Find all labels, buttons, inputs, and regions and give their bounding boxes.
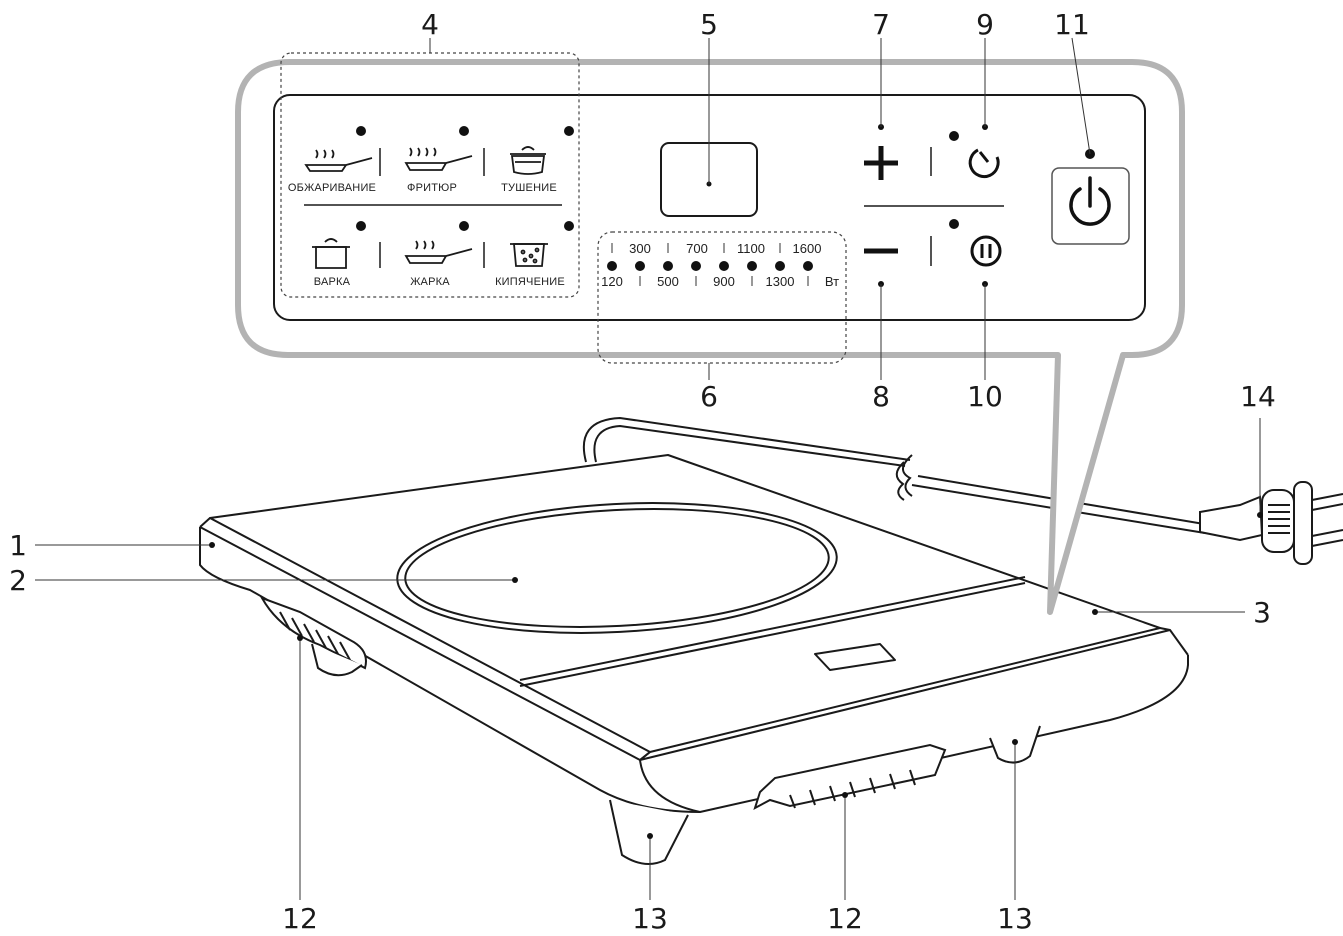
callout-13-left: 13 [632,902,668,935]
power-bottom-2: 500 [657,274,679,289]
mode-boil-pot-led [356,221,366,231]
mode-deep-fry-label: ФРИТЮР [407,182,457,194]
mode-boiling-led [564,221,574,231]
mode-boil-pot-label: ВАРКА [314,276,351,288]
callout-4: 4 [421,8,439,41]
power-top-2: 700 [686,241,708,256]
pause-led [949,219,959,229]
mode-deep-fry[interactable]: ФРИТЮР [404,126,473,194]
boil-pot-icon [312,238,350,269]
callout-1: 1 [9,529,27,562]
power-unit: Вт [825,274,839,289]
power-bottom-ticks [639,276,809,286]
callout-7: 7 [872,8,890,41]
power-button[interactable] [1051,149,1130,245]
power-top-ticks [611,243,781,253]
mode-boiling[interactable]: КИПЯЧЕНИЕ [495,221,574,288]
power-bottom-3: 900 [713,274,735,289]
power-led-7 [775,261,785,271]
vent-left [259,596,367,670]
mode-boiling-label: КИПЯЧЕНИЕ [495,276,565,288]
callout-11: 11 [1054,8,1090,41]
foot-front [609,799,689,865]
power-top-4: 1600 [793,241,822,256]
mode-frying-label: ОБЖАРИВАНИЕ [288,182,376,194]
callout-12-left: 12 [282,902,318,935]
mode-deep-fry-led [459,126,469,136]
power-led-3 [663,261,673,271]
power-bottom-1: 120 [601,274,623,289]
pause-button[interactable] [949,219,1002,287]
callout-5: 5 [700,8,718,41]
cooktop-body [199,454,1189,813]
vent-bottom [753,743,947,811]
callout-12-right: 12 [827,902,863,935]
power-top-1: 300 [629,241,651,256]
stew-pot-icon [510,146,546,175]
timer-led [949,131,959,141]
power-led-8 [803,261,813,271]
callout-14: 14 [1240,380,1276,413]
deep-fry-icon [404,147,473,171]
mode-stew[interactable]: ТУШЕНИЕ [501,126,574,194]
boiling-icon [510,243,548,267]
power-led-5 [719,261,729,271]
mode-roast-label: ЖАРКА [410,276,450,288]
power-leds [607,261,813,271]
callout-numbers: 1 2 3 4 5 6 7 8 9 10 11 12 13 12 13 14 [9,8,1276,935]
timer-icon [968,148,1000,179]
roast-icon [404,240,473,264]
pause-icon [970,235,1002,267]
power-led-4 [691,261,701,271]
power-scale: 300 700 1100 1600 120 500 900 1300 Вт [601,241,839,289]
leader-lines [35,37,1261,900]
mode-roast[interactable]: ЖАРКА [404,221,473,288]
mode-boil-pot[interactable]: ВАРКА [312,221,366,288]
power-led-6 [747,261,757,271]
power-scale-frame [597,231,847,364]
callout-10: 10 [967,380,1003,413]
power-bottom-4: 1300 [766,274,795,289]
mode-stew-led [564,126,574,136]
callout-13-right: 13 [997,902,1033,935]
callout-3: 3 [1253,596,1271,629]
mode-roast-led [459,221,469,231]
callout-6: 6 [700,380,718,413]
callout-9: 9 [976,8,994,41]
power-led-1 [607,261,617,271]
mode-stew-label: ТУШЕНИЕ [501,182,557,194]
power-top-3: 1100 [737,241,765,256]
power-icon [1069,176,1111,226]
mode-frying-led [356,126,366,136]
power-led-2 [635,261,645,271]
callout-8: 8 [872,380,890,413]
callout-2: 2 [9,564,27,597]
plug-icon [1199,481,1343,565]
leader-dots [209,512,1263,839]
foot-left-rear [311,643,363,677]
frying-pan-icon [304,149,373,172]
mode-frying[interactable]: ОБЖАРИВАНИЕ [288,126,376,194]
plus-icon [864,146,898,180]
